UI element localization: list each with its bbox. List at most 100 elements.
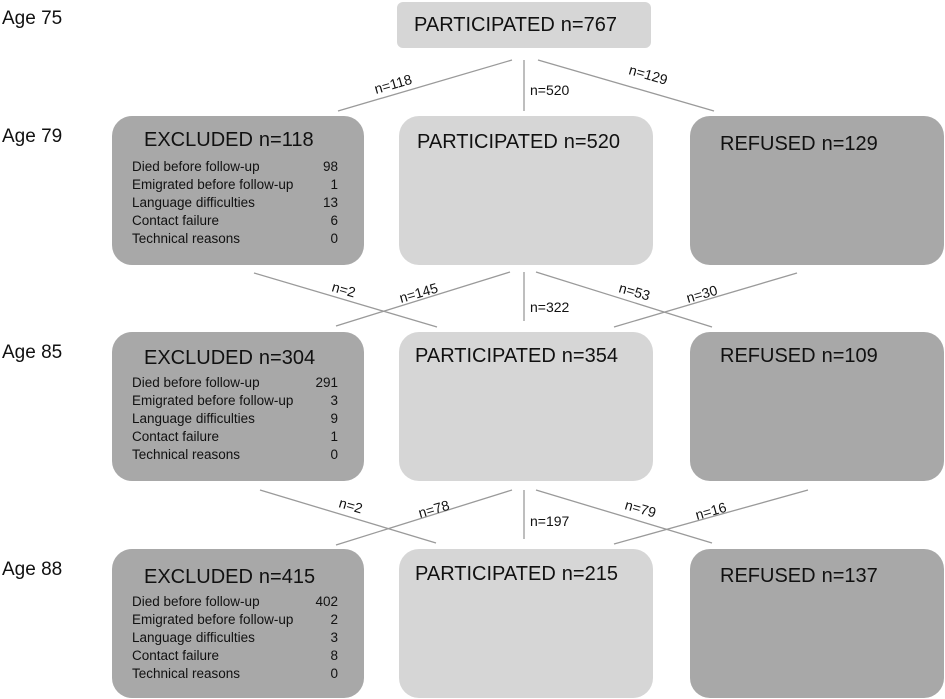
age-label: Age 88	[2, 559, 63, 580]
box-count: n=354	[561, 345, 618, 367]
box-label: REFUSED	[720, 345, 816, 367]
reason-count: 2	[330, 612, 338, 627]
box-count: n=129	[821, 133, 878, 155]
box-label: PARTICIPATED	[417, 131, 558, 153]
reason-row: Language difficulties 9	[132, 410, 338, 428]
connector-line	[535, 489, 713, 544]
reason-label: Technical reasons	[132, 666, 241, 681]
box-label: REFUSED	[720, 133, 816, 155]
reason-count: 13	[322, 195, 338, 210]
reason-row: Language difficulties 13	[132, 194, 338, 212]
reason-label: Died before follow-up	[132, 375, 260, 390]
reason-count: 291	[315, 375, 338, 390]
reason-count: 402	[315, 594, 338, 609]
reason-list: Died before follow-up 402 Emigrated befor…	[132, 593, 338, 683]
flow-label: n=129	[627, 62, 669, 88]
box-label: PARTICIPATED	[415, 345, 556, 367]
reason-label: Contact failure	[132, 213, 220, 228]
box-count: n=109	[821, 345, 878, 367]
flow-label: n=520	[530, 82, 570, 98]
reason-row: Emigrated before follow-up 2	[132, 611, 338, 629]
flow-label: n=322	[530, 299, 570, 315]
flow-label: n=79	[623, 497, 658, 521]
reason-count: 9	[330, 411, 338, 426]
flow-label: n=30	[684, 282, 719, 306]
reason-count: 0	[330, 666, 338, 681]
reason-label: Language difficulties	[132, 411, 255, 426]
reason-label: Emigrated before follow-up	[132, 612, 294, 627]
box-label: EXCLUDED	[144, 129, 253, 151]
box-count: n=415	[258, 566, 316, 588]
flow-label: n=16	[693, 499, 728, 523]
age-label: Age 79	[2, 126, 63, 147]
box-label: EXCLUDED	[144, 347, 253, 369]
reason-label: Died before follow-up	[132, 594, 260, 609]
reason-count: 6	[330, 213, 338, 228]
connector-line	[259, 489, 437, 544]
reason-count: 8	[330, 648, 338, 663]
reason-label: Technical reasons	[132, 231, 241, 246]
reason-label: Emigrated before follow-up	[132, 177, 294, 192]
age-label: Age 75	[2, 8, 63, 29]
box-count: n=215	[561, 563, 618, 585]
reason-label: Died before follow-up	[132, 159, 260, 174]
box-count: n=520	[563, 131, 620, 153]
box-label: REFUSED	[720, 565, 816, 587]
connector-line	[335, 489, 513, 546]
reason-row: Died before follow-up 402	[132, 593, 338, 611]
age-label: Age 85	[2, 342, 63, 363]
box-count: n=118	[258, 129, 314, 151]
connector-line	[335, 271, 511, 327]
flow-label: n=78	[416, 497, 451, 521]
flow-label: n=197	[530, 513, 570, 529]
reason-label: Emigrated before follow-up	[132, 393, 294, 408]
flow-label: n=118	[372, 71, 413, 97]
box-count: n=767	[560, 14, 617, 36]
reason-count: 3	[330, 630, 338, 645]
reason-row: Emigrated before follow-up 1	[132, 176, 338, 194]
reason-row: Technical reasons 0	[132, 665, 338, 683]
connector-line	[253, 272, 438, 328]
reason-count: 1	[330, 429, 338, 444]
flow-label: n=2	[330, 279, 357, 301]
box-count: n=137	[821, 565, 878, 587]
connector-line	[613, 489, 809, 545]
box-label: PARTICIPATED	[414, 14, 555, 36]
reason-label: Language difficulties	[132, 195, 255, 210]
connector-line	[535, 271, 713, 328]
box-label: EXCLUDED	[144, 566, 253, 588]
reason-count: 1	[330, 177, 338, 192]
box-label: PARTICIPATED	[415, 563, 556, 585]
reason-label: Technical reasons	[132, 447, 241, 462]
connector-line	[337, 59, 513, 112]
reason-count: 0	[330, 231, 338, 246]
flow-label: n=53	[617, 280, 652, 304]
